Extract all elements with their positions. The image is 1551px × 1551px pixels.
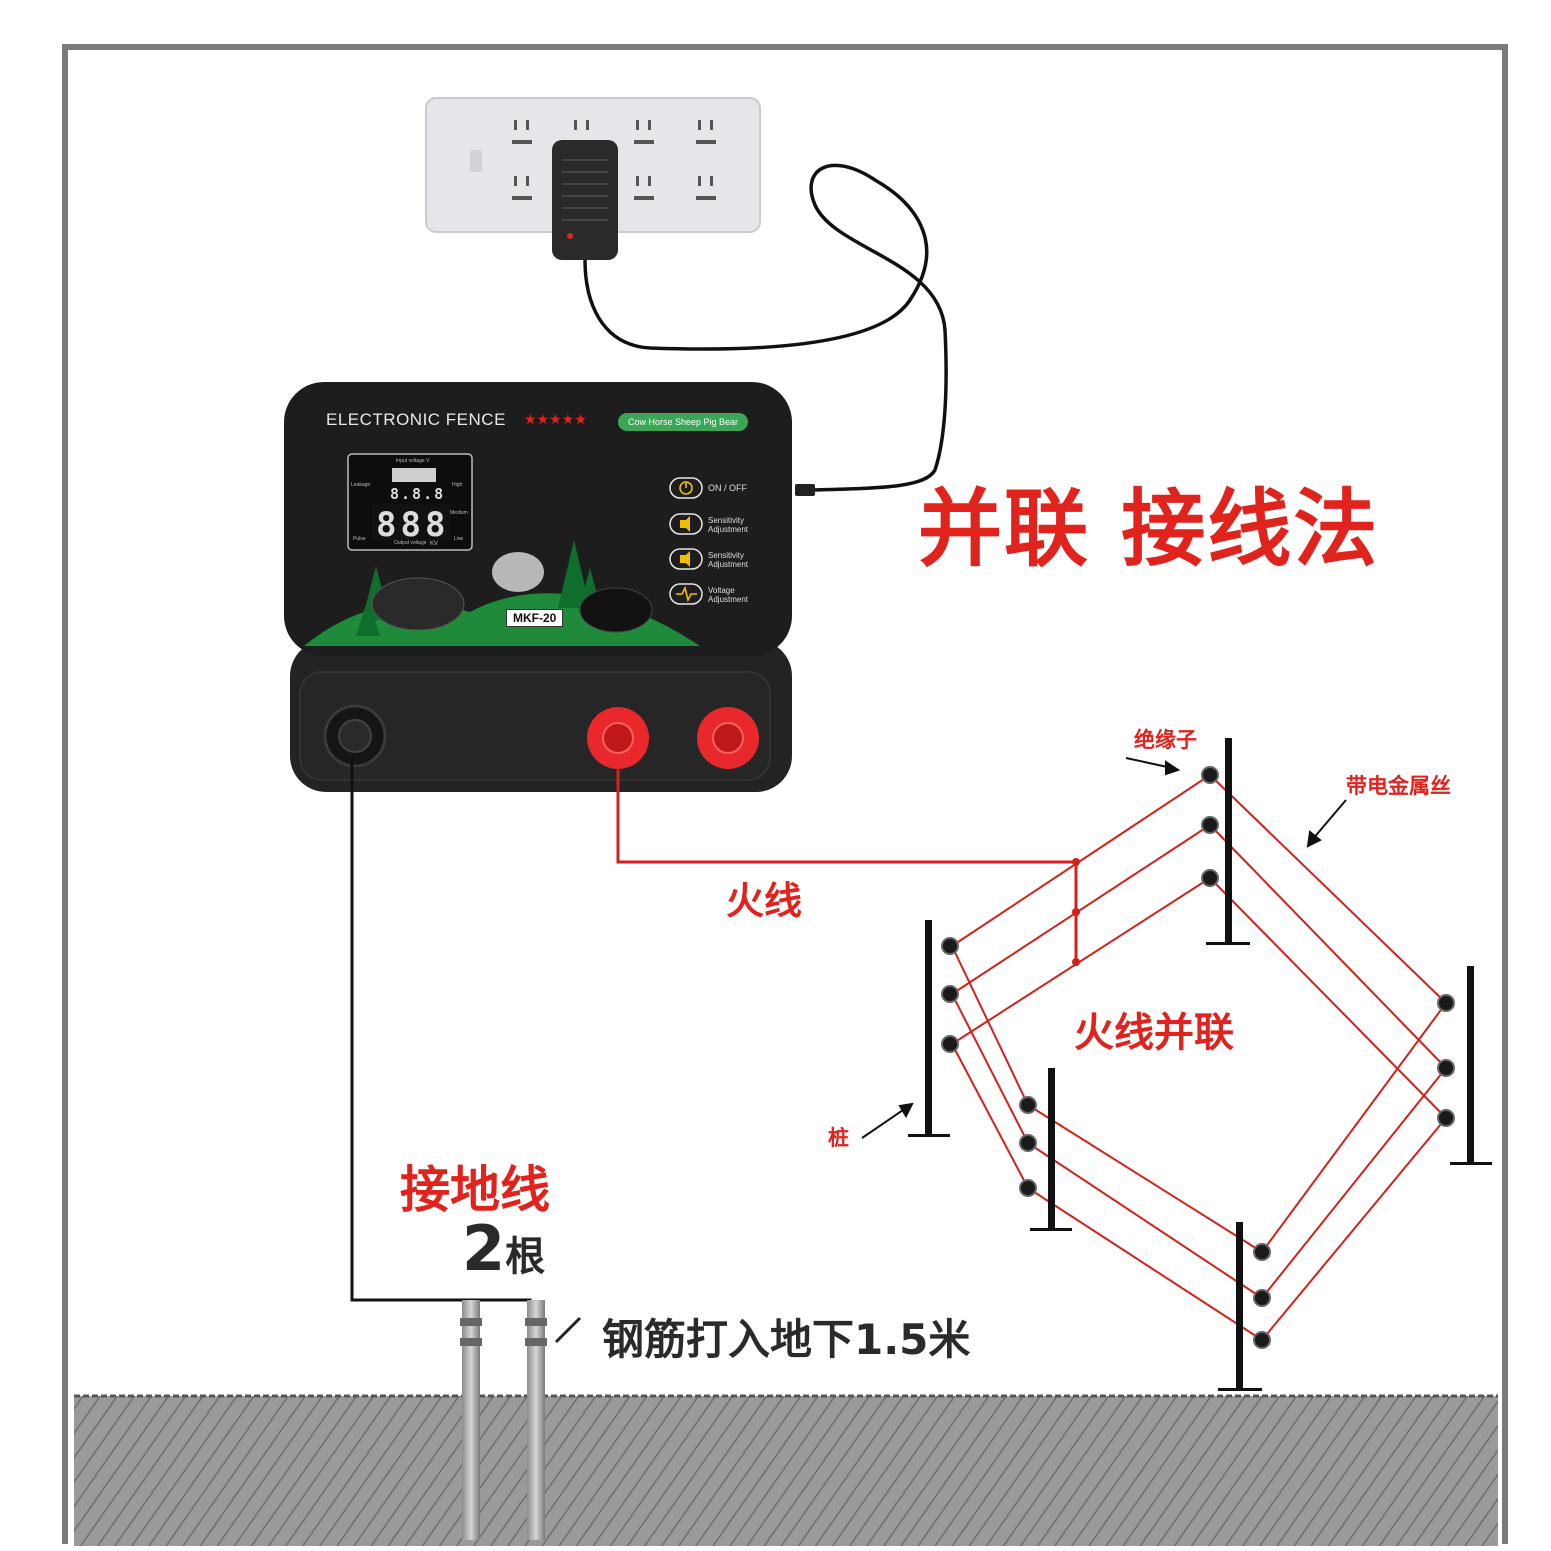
- diagram-title: 并联 接线法: [918, 480, 1380, 578]
- ground-rods: [460, 1300, 547, 1540]
- display-high-label: High: [452, 482, 463, 488]
- device-model-label: MKF-20: [506, 609, 564, 627]
- fence-wires: [951, 774, 1447, 1341]
- rebar-depth-note: 钢筋打入地下1.5米: [602, 1315, 971, 1364]
- live-wire-label: 火线: [726, 879, 803, 923]
- insulators: [941, 766, 1455, 1349]
- device-brand-title: ELECTRONIC FENCE: [326, 410, 506, 429]
- display-bottom-digits: 888: [376, 505, 450, 545]
- ground-soil: [74, 1394, 1498, 1546]
- rebar-arrow: [554, 1316, 582, 1344]
- display-low-label: Low: [454, 536, 464, 542]
- insulator-label: 绝缘子: [1134, 728, 1197, 752]
- charged-wire-label: 带电金属丝: [1346, 774, 1451, 798]
- sensitivity-up-label: Sensitivity Adjustment: [708, 516, 749, 534]
- display-output-label: Output voltage: [394, 540, 427, 546]
- display-unit-label: KV: [430, 541, 439, 547]
- stake-label: 桩: [828, 1126, 849, 1150]
- on-off-label: ON / OFF: [708, 483, 747, 493]
- display-pulse-label: Pulse: [353, 536, 366, 542]
- device-animal-badge: Cow Horse Sheep Pig Bear: [618, 413, 749, 431]
- power-cable: [583, 163, 948, 492]
- power-jack: [795, 484, 815, 496]
- annotation-arrows: [861, 757, 1347, 1139]
- ground-rod-count-number: 2: [462, 1212, 506, 1285]
- fence-energizer: [284, 382, 792, 792]
- device-stars: ★★★★★: [524, 411, 587, 427]
- ground-rod-count-unit: 根: [505, 1234, 546, 1280]
- power-adapter: [552, 140, 618, 260]
- sensitivity-down-label: Sensitivity Adjustment: [708, 551, 749, 569]
- live-parallel-label: 火线并联: [1074, 1010, 1234, 1056]
- fence-posts: [908, 738, 1492, 1391]
- display-leakage-label: Leakage: [351, 482, 371, 488]
- display-input-label: Input voltage V: [396, 458, 430, 464]
- display-top-digits: 8.8.8: [390, 485, 446, 503]
- display-medium-label: Medium: [450, 510, 468, 516]
- ground-rod-count: 2根: [462, 1212, 545, 1285]
- voltage-adjust-label: Voltage Adjustment: [708, 586, 749, 604]
- ground-wire-label: 接地线: [400, 1161, 550, 1219]
- live-wire: [616, 768, 1078, 966]
